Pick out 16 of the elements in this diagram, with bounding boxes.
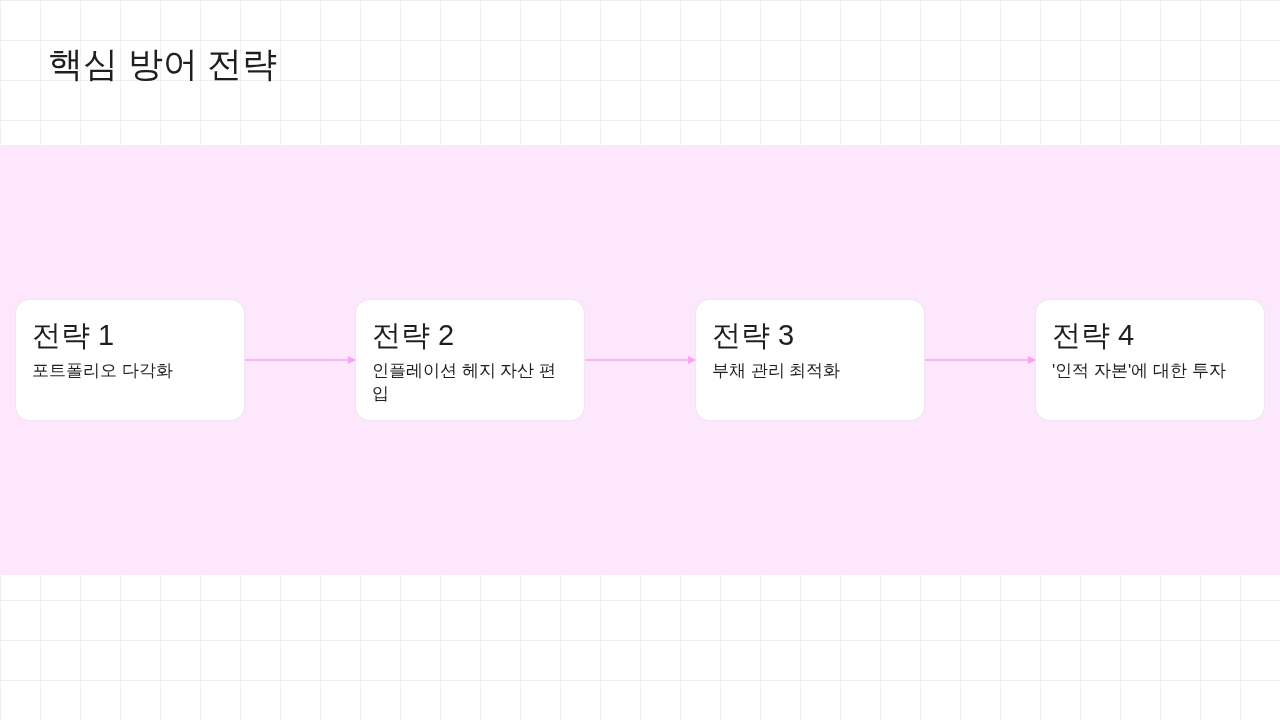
- card-description: 부채 관리 최적화: [712, 360, 842, 382]
- strategy-card: [355, 299, 585, 421]
- card-heading: 전략 2: [372, 318, 456, 353]
- card-heading: 전략 1: [32, 318, 116, 353]
- strategy-card: [1035, 299, 1265, 421]
- slide-title: 핵심 방어 전략: [48, 43, 278, 85]
- card-heading: 전략 3: [712, 318, 796, 353]
- arrow: [244, 356, 356, 364]
- card-description: '인적 자본'에 대한 투자: [1052, 360, 1227, 382]
- arrow: [924, 356, 1036, 364]
- strategy-card: [15, 299, 245, 421]
- card-heading: 전략 4: [1052, 318, 1136, 353]
- arrow: [584, 356, 696, 364]
- card-description: 인플레이션 헤지 자산 편입: [372, 360, 558, 405]
- card-description: 포트폴리오 다각화: [32, 360, 174, 382]
- strategy-card: [695, 299, 925, 421]
